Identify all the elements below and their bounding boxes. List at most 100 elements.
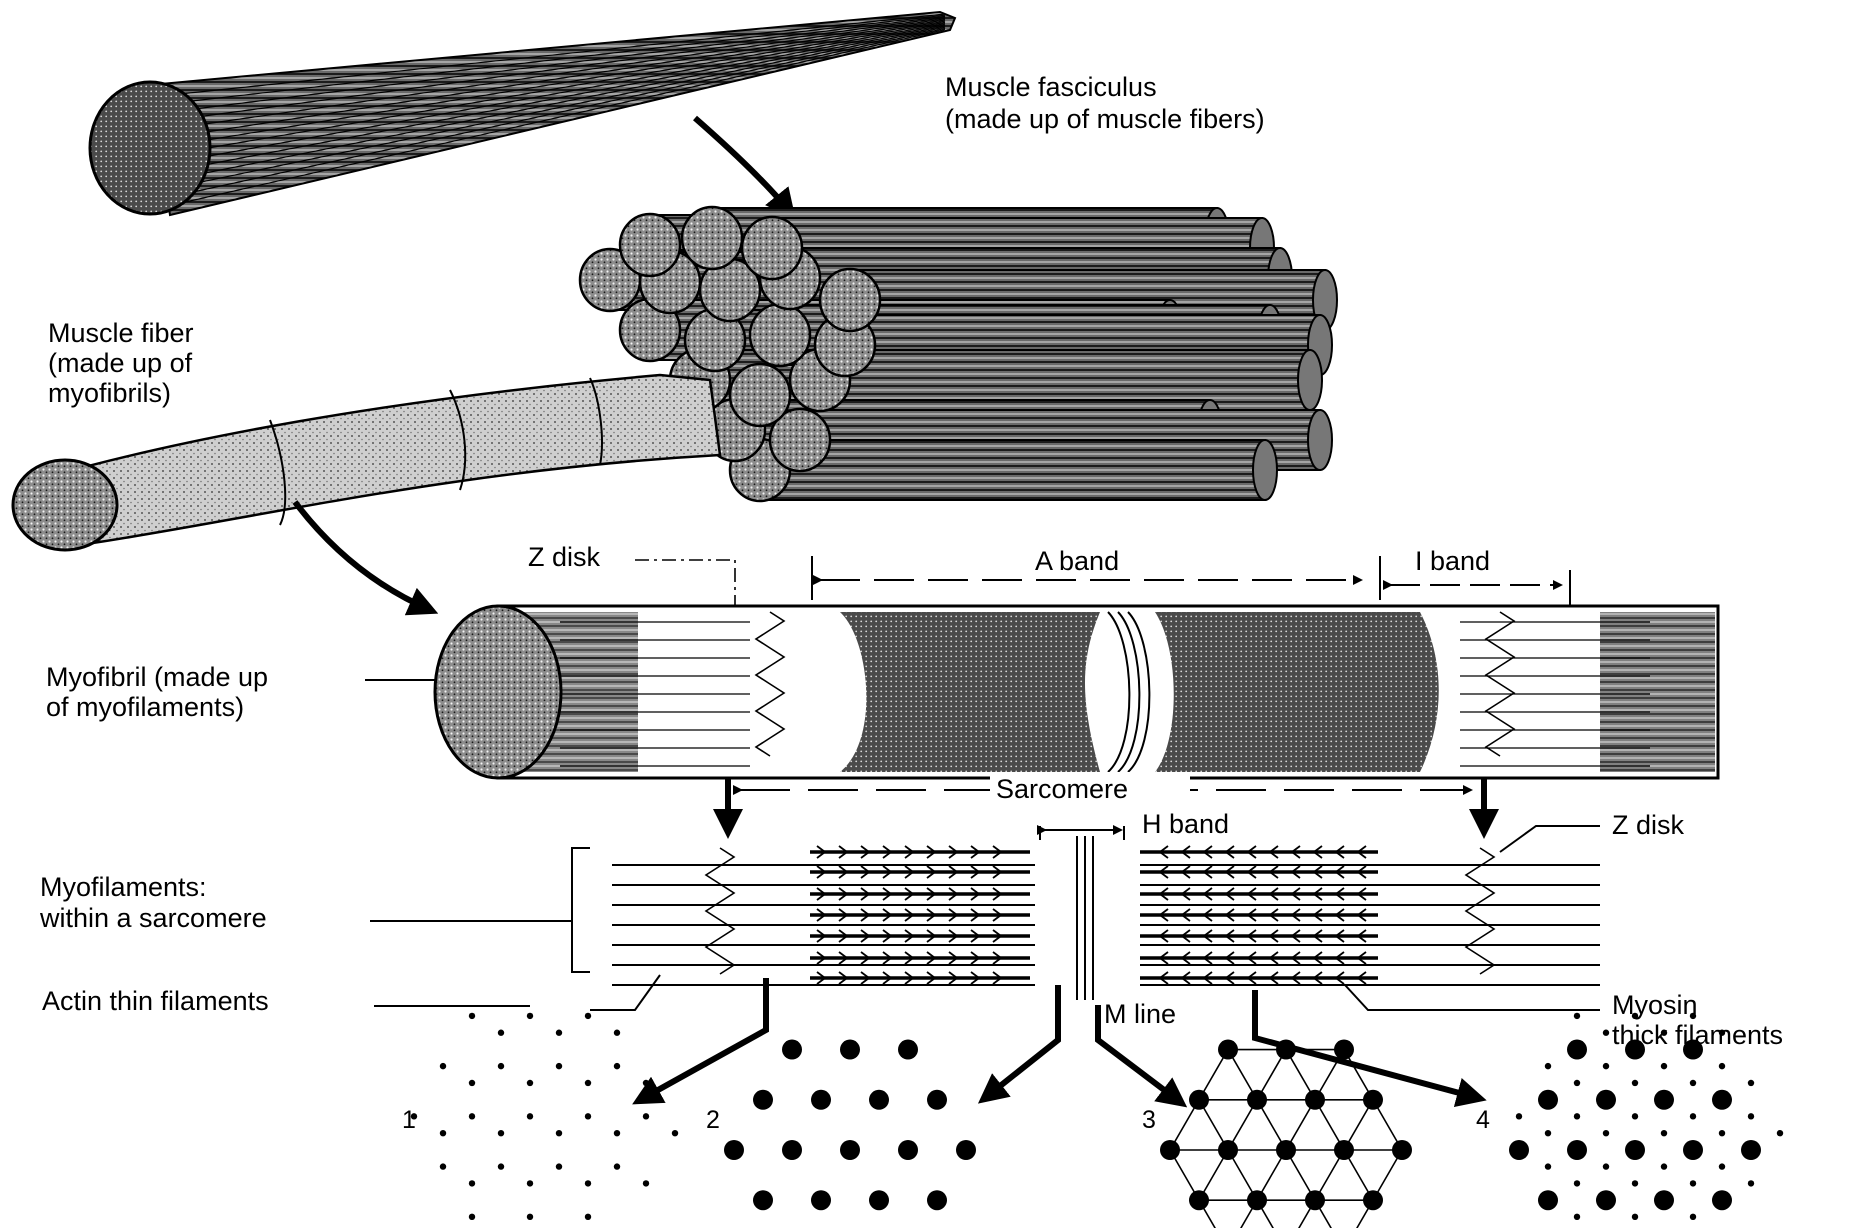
label-muscle-fiber-sub2: myofibrils) [48,378,171,408]
actin-dot [440,1130,446,1136]
actin-dot [1661,1130,1667,1136]
actin-dot [527,1013,533,1019]
actin-dot [643,1180,649,1186]
actin-dot [1690,1013,1696,1019]
label-muscle-fasciculus: Muscle fasciculus [945,72,1157,102]
arrow-fasciculus-to-fiber [695,118,790,212]
actin-dot [469,1113,475,1119]
fiber-cylinder-end [750,304,810,366]
actin-dot [1516,1113,1522,1119]
actin-dot [643,1080,649,1086]
myofibril-illustration [435,606,1718,778]
label-myofibril-sub: of myofilaments) [46,692,244,722]
sarcomere-z-disk-right [1466,848,1494,974]
myosin-dot [1741,1140,1761,1160]
actin-dot [498,1130,504,1136]
actin-dot [1661,1163,1667,1169]
myosin-dot [840,1140,860,1160]
label-muscle-fiber-sub1: (made up of [48,348,193,378]
actin-dot [1574,1113,1580,1119]
label-sarcomere: Sarcomere [996,774,1128,804]
fiber-cylinder-far-end [1298,350,1322,410]
actin-dot [527,1080,533,1086]
actin-dot [440,1063,446,1069]
label-muscle-fiber: Muscle fiber [48,318,194,348]
actin-dot [556,1130,562,1136]
label-z-disk-top: Z disk [528,542,601,572]
label-myofilaments-sub: within a sarcomere [39,903,267,933]
actin-dot [1777,1130,1783,1136]
actin-dot [556,1163,562,1169]
actin-dot [527,1113,533,1119]
myosin-dot [1654,1090,1674,1110]
fiber-cylinder-far-end [1308,410,1332,470]
myosin-dot [1712,1190,1732,1210]
actin-dot [585,1080,591,1086]
myosin-dot [956,1140,976,1160]
myosin-dot [1538,1090,1558,1110]
myosin-dot [1305,1190,1325,1210]
myosin-dot [1305,1090,1325,1110]
fiber-cylinder-end [730,364,790,426]
actin-dot [1719,1063,1725,1069]
cross-section-1 [411,1013,678,1228]
myosin-dot [927,1190,947,1210]
myosin-dot [1392,1140,1412,1160]
actin-dot [527,1214,533,1220]
cross-section-3-number: 3 [1142,1106,1156,1134]
myosin-dot [1334,1040,1354,1060]
fiber-cylinder-end [742,217,802,279]
actin-dot [585,1180,591,1186]
myosin-dot [1538,1190,1558,1210]
actin-dot [498,1063,504,1069]
actin-dot [1632,1080,1638,1086]
actin-dot [614,1030,620,1036]
myosin-dot [811,1190,831,1210]
actin-dot [1574,1180,1580,1186]
myosin-dot [1276,1040,1296,1060]
actin-dot [1632,1180,1638,1186]
fiber-cylinder-end [820,269,880,331]
actin-dot [585,1113,591,1119]
actin-dot [1603,1130,1609,1136]
actin-dot [1545,1163,1551,1169]
actin-dot [1661,1030,1667,1036]
actin-dot [1603,1030,1609,1036]
myosin-dot [1247,1190,1267,1210]
actin-dot [614,1130,620,1136]
actin-dot [614,1163,620,1169]
myosin-dot [1712,1090,1732,1110]
label-a-band: A band [1035,546,1119,576]
actin-dot [614,1063,620,1069]
label-muscle-fasciculus-sub: (made up of muscle fibers) [945,104,1265,134]
myosin-dot [898,1140,918,1160]
cross-section-1-number: 1 [402,1106,416,1134]
actin-dot [498,1030,504,1036]
myosin-dot [1625,1040,1645,1060]
muscle-fasciculus-illustration [90,12,955,215]
myosin-dot [1334,1140,1354,1160]
label-i-band: I band [1415,546,1490,576]
actin-dot [1574,1214,1580,1220]
myosin-dot [869,1190,889,1210]
actin-dot [498,1163,504,1169]
actin-dot [1574,1080,1580,1086]
myosin-dot [1596,1090,1616,1110]
sarcomere-detail [612,836,1600,1000]
arrow-to-section-2 [985,985,1058,1098]
actin-dot [1632,1113,1638,1119]
actin-dot [1719,1163,1725,1169]
myosin-dot [782,1040,802,1060]
myosin-dot [1596,1190,1616,1210]
myosin-dot [1189,1090,1209,1110]
myosin-dot [753,1090,773,1110]
actin-dot [469,1214,475,1220]
myosin-dot [1567,1140,1587,1160]
myosin-dot [1363,1190,1383,1210]
myosin-dot [811,1090,831,1110]
myosin-dot [1509,1140,1529,1160]
actin-dot [469,1180,475,1186]
label-myofibril: Myofibril (made up [46,662,268,692]
label-h-band: H band [1142,809,1229,839]
arrow-fiber-to-myofibril [295,502,430,610]
